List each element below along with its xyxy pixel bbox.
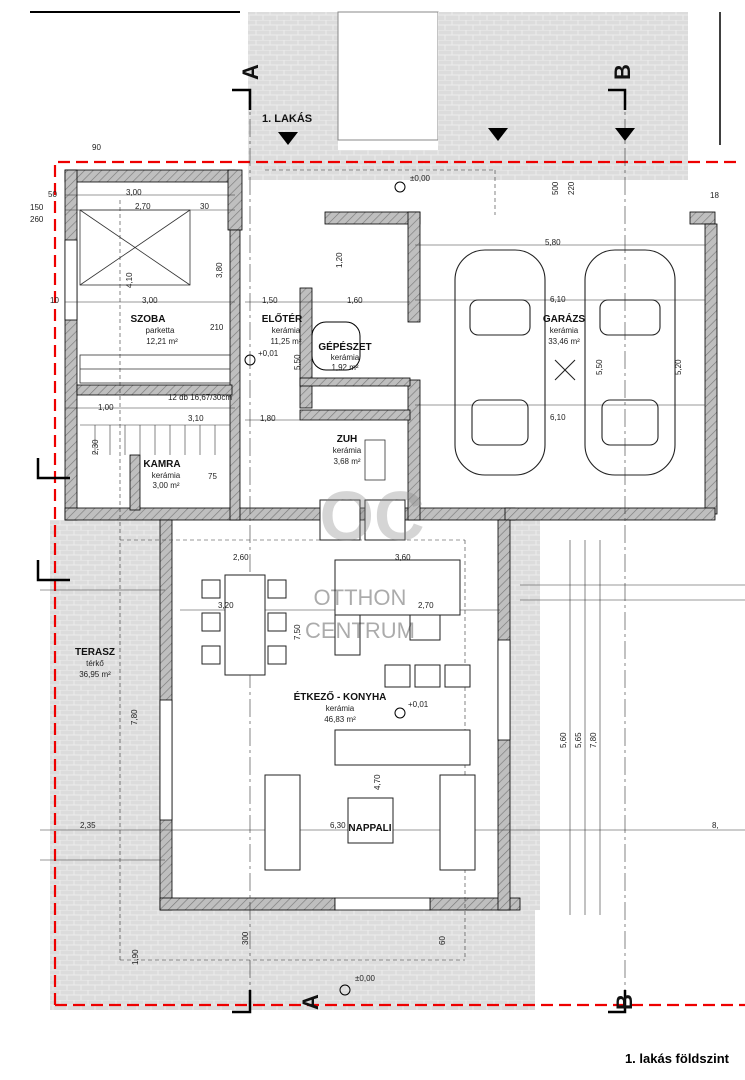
dimension-labels: 3,00 2,70 30 150 260 90 50 4,10 3,80 10 … bbox=[30, 143, 719, 965]
section-label-b-top: B bbox=[610, 64, 635, 80]
dim-label: 75 bbox=[208, 472, 217, 481]
room-name-garazs: GARÁZS bbox=[543, 312, 586, 325]
dim-label: 1,60 bbox=[347, 296, 363, 305]
dim-label: 7,80 bbox=[130, 709, 139, 725]
room-area-terasz: 36,95 m² bbox=[79, 670, 111, 679]
room-area-szoba: 12,21 m² bbox=[146, 337, 178, 346]
plan-label: 1. LAKÁS bbox=[262, 112, 312, 125]
room-name-nappali: NAPPALI bbox=[348, 823, 391, 834]
dim-label: 4,70 bbox=[373, 774, 382, 790]
dim-label: 7,50 bbox=[293, 624, 302, 640]
furniture bbox=[201, 499, 476, 871]
room-area-kamra: 3,00 m² bbox=[152, 481, 179, 490]
dim-label: 300 bbox=[241, 931, 250, 945]
level-top: ±0,00 bbox=[410, 174, 431, 183]
level-hall: +0,01 bbox=[258, 349, 279, 358]
dim-label: 2,70 bbox=[418, 601, 434, 610]
boiler-symbol bbox=[311, 321, 361, 371]
walls bbox=[64, 169, 718, 911]
level-living: +0,01 bbox=[408, 700, 429, 709]
dim-label: 18 bbox=[710, 191, 719, 200]
room-area-nappali: 46,83 m² bbox=[324, 715, 356, 724]
dim-label: 220 bbox=[567, 181, 576, 195]
dim-label: 1,90 bbox=[131, 949, 140, 965]
room-floor-zuh: kerámia bbox=[333, 446, 362, 455]
room-name-gepeszet: GÉPÉSZET bbox=[318, 340, 371, 353]
dim-label: 500 bbox=[551, 181, 560, 195]
stairs-symbol bbox=[80, 424, 230, 455]
dim-label: 6,30 bbox=[330, 821, 346, 830]
dim-label: 30 bbox=[200, 202, 209, 211]
dim-label: 1,20 bbox=[335, 252, 344, 268]
dim-label: 1,00 bbox=[98, 403, 114, 412]
svg-text:OC: OC bbox=[320, 477, 425, 555]
plan-caption: 1. lakás földszint bbox=[624, 1051, 729, 1066]
dim-label: 3,20 bbox=[218, 601, 234, 610]
property-boundary bbox=[53, 160, 740, 1005]
watermark-line2: CENTRUM bbox=[305, 618, 415, 643]
dim-label: 2,60 bbox=[233, 553, 249, 562]
dim-label: 150 bbox=[30, 203, 44, 212]
dim-label: 50 bbox=[48, 190, 57, 199]
room-area-eloter: 11,25 m² bbox=[271, 337, 302, 346]
dim-label: 4,10 bbox=[125, 272, 134, 288]
room-area-zuh: 3,68 m² bbox=[333, 457, 360, 466]
dim-label: 7,80 bbox=[589, 732, 598, 748]
dim-label: 3,10 bbox=[188, 414, 204, 423]
dim-label: 3,60 bbox=[395, 553, 411, 562]
bed-symbol bbox=[79, 209, 231, 384]
room-floor-terasz: térkő bbox=[86, 659, 104, 668]
room-floor-nappali: kerámia bbox=[326, 704, 355, 713]
level-markers bbox=[244, 181, 406, 996]
dim-label: 1,50 bbox=[262, 296, 278, 305]
dim-label: 2,30 bbox=[91, 439, 100, 455]
dim-label: 5,20 bbox=[674, 359, 683, 375]
dim-label: 5,50 bbox=[293, 354, 302, 370]
dim-label: 260 bbox=[30, 215, 44, 224]
watermark: OC OTTHON CENTRUM bbox=[305, 477, 425, 643]
room-floor-kamra: kerámia bbox=[152, 471, 181, 480]
section-label-a-bottom: A bbox=[298, 994, 323, 1010]
dim-label: 3,00 bbox=[142, 296, 158, 305]
dim-label: 210 bbox=[210, 323, 224, 332]
room-name-etkezo: ÉTKEZŐ - KONYHA bbox=[294, 690, 387, 703]
dim-label: 5,50 bbox=[595, 359, 604, 375]
room-name-zuh: ZUH bbox=[337, 434, 358, 445]
room-name-terasz: TERASZ bbox=[75, 647, 115, 658]
room-name-szoba: SZOBA bbox=[131, 314, 166, 325]
section-markers bbox=[36, 88, 635, 1014]
room-floor-garazs: kerámia bbox=[550, 326, 579, 335]
room-area-gepeszet: 1,92 m² bbox=[331, 363, 358, 372]
dim-label: 90 bbox=[92, 143, 101, 152]
room-name-eloter: ELŐTÉR bbox=[262, 312, 303, 325]
room-area-garazs: 33,46 m² bbox=[548, 337, 580, 346]
dim-label: 1,80 bbox=[260, 414, 276, 423]
level-bottom: ±0,00 bbox=[355, 974, 376, 983]
room-floor-szoba: parketta bbox=[146, 326, 175, 335]
section-label-b-bottom: B bbox=[612, 994, 637, 1010]
dim-label: 2,35 bbox=[80, 821, 96, 830]
dim-label: 10 bbox=[50, 296, 59, 305]
room-floor-eloter: kerámia bbox=[272, 326, 301, 335]
room-name-kamra: KAMRA bbox=[143, 459, 180, 470]
watermark-line1: OTTHON bbox=[314, 585, 407, 610]
dim-label: 6,10 bbox=[550, 413, 566, 422]
room-floor-gepeszet: kerámia bbox=[331, 353, 360, 362]
dim-label: 5,80 bbox=[545, 238, 561, 247]
stair-note: 12 db 16,67/30cm bbox=[168, 393, 232, 402]
dim-label: 2,70 bbox=[135, 202, 151, 211]
dim-label: 6,10 bbox=[550, 295, 566, 304]
dim-label: 3,00 bbox=[126, 188, 142, 197]
dim-label: 5,60 bbox=[559, 732, 568, 748]
section-label-a-top: A bbox=[238, 64, 263, 80]
dim-label: 3,80 bbox=[215, 262, 224, 278]
dim-label: 5,65 bbox=[574, 732, 583, 748]
windows bbox=[64, 239, 511, 911]
dim-label: 8, bbox=[712, 821, 719, 830]
car-symbols bbox=[454, 249, 676, 476]
shower-symbol bbox=[364, 439, 386, 481]
dim-label: 60 bbox=[438, 936, 447, 945]
